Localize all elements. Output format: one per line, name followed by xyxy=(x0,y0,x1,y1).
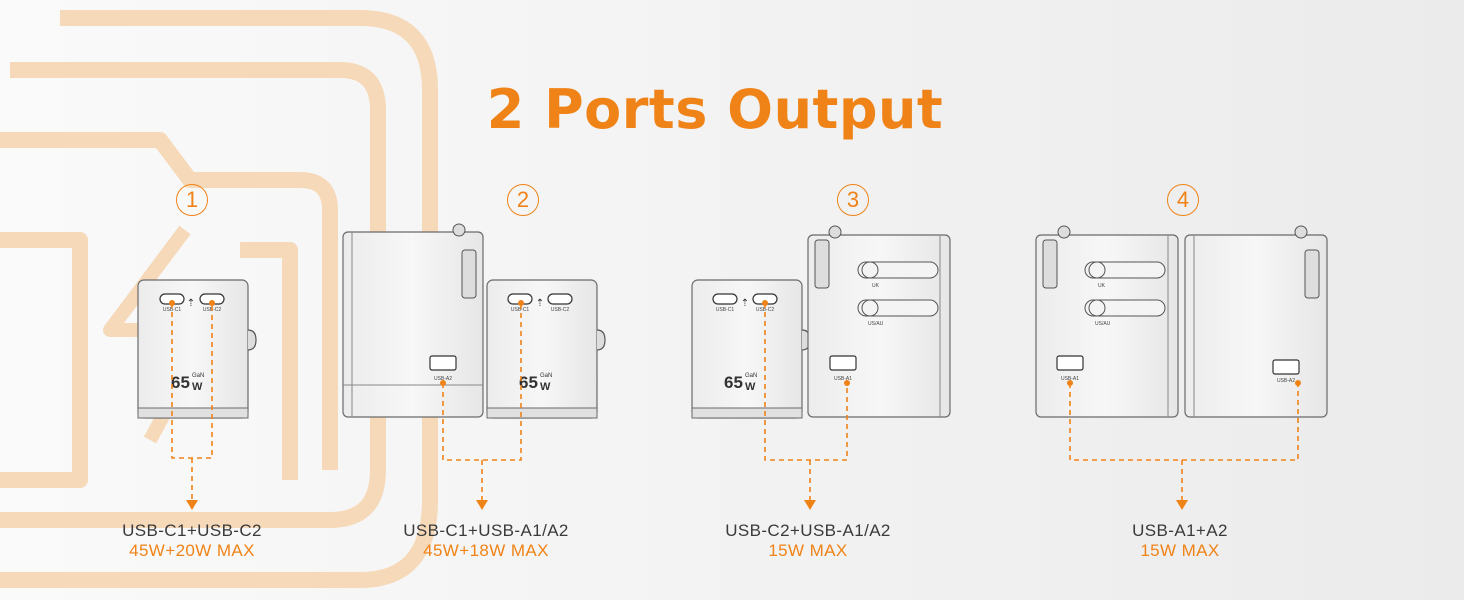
svg-text:UK: UK xyxy=(872,283,880,289)
large-charger-4a: UK US/AU USB-A1 xyxy=(1035,225,1179,418)
power-label: 15W MAX xyxy=(768,541,848,560)
usb-symbol-icon: ⇡ xyxy=(187,298,195,309)
svg-text:USB-C1: USB-C1 xyxy=(511,307,530,313)
svg-text:W: W xyxy=(540,381,551,393)
power-label: 15W MAX xyxy=(1140,541,1220,560)
svg-text:⇡: ⇡ xyxy=(741,298,749,309)
svg-text:GaN: GaN xyxy=(540,373,552,379)
scenario-number-4: 4 xyxy=(1167,184,1199,216)
scenario-number-1: 1 xyxy=(176,184,208,216)
svg-text:⇡: ⇡ xyxy=(536,298,544,309)
svg-text:W: W xyxy=(745,381,756,393)
ports-label: USB-A1+A2 xyxy=(1132,521,1228,540)
small-charger-3: ⇡ USB-C1 USB-C2 65 GaN W xyxy=(691,279,811,419)
small-charger-1: ⇡ USB-C1 USB-C2 65 GaN W xyxy=(137,279,257,419)
svg-text:USB-A1: USB-A1 xyxy=(834,376,852,382)
svg-text:W: W xyxy=(192,381,203,393)
caption-4: USB-A1+A2 15W MAX xyxy=(1050,521,1310,561)
power-label: 45W+20W MAX xyxy=(129,541,255,560)
scenario-number-2: 2 xyxy=(507,184,539,216)
svg-text:65: 65 xyxy=(171,373,190,392)
svg-text:USB-C1: USB-C1 xyxy=(163,307,182,313)
ports-label: USB-C2+USB-A1/A2 xyxy=(725,521,891,540)
page-title: 2 Ports Output xyxy=(486,78,944,141)
svg-text:UK: UK xyxy=(1098,283,1106,289)
svg-text:US/AU: US/AU xyxy=(868,321,884,327)
ports-label: USB-C1+USB-A1/A2 xyxy=(403,521,569,540)
svg-text:USB-C2: USB-C2 xyxy=(551,307,570,313)
caption-1: USB-C1+USB-C2 45W+20W MAX xyxy=(62,521,322,561)
svg-text:USB-C1: USB-C1 xyxy=(716,307,735,313)
svg-text:GaN: GaN xyxy=(192,373,204,379)
svg-text:65: 65 xyxy=(519,373,538,392)
large-charger-4b: USB-A2 xyxy=(1184,225,1328,418)
power-label: 45W+18W MAX xyxy=(423,541,549,560)
ports-label: USB-C1+USB-C2 xyxy=(122,521,262,540)
caption-2: USB-C1+USB-A1/A2 45W+18W MAX xyxy=(356,521,616,561)
scenario-number-3: 3 xyxy=(837,184,869,216)
svg-text:USB-A2: USB-A2 xyxy=(434,376,452,382)
svg-text:65: 65 xyxy=(724,373,743,392)
caption-3: USB-C2+USB-A1/A2 15W MAX xyxy=(678,521,938,561)
large-charger-2: USB-A2 xyxy=(342,223,484,418)
svg-text:US/AU: US/AU xyxy=(1095,321,1111,327)
svg-text:GaN: GaN xyxy=(745,373,757,379)
svg-text:USB-C2: USB-C2 xyxy=(756,307,775,313)
small-charger-2: ⇡ USB-C1 USB-C2 65 GaN W xyxy=(486,279,606,419)
large-charger-3: UK US/AU USB-A1 xyxy=(807,225,951,418)
svg-text:USB-A1: USB-A1 xyxy=(1061,376,1079,382)
svg-text:USB-A2: USB-A2 xyxy=(1277,378,1295,384)
